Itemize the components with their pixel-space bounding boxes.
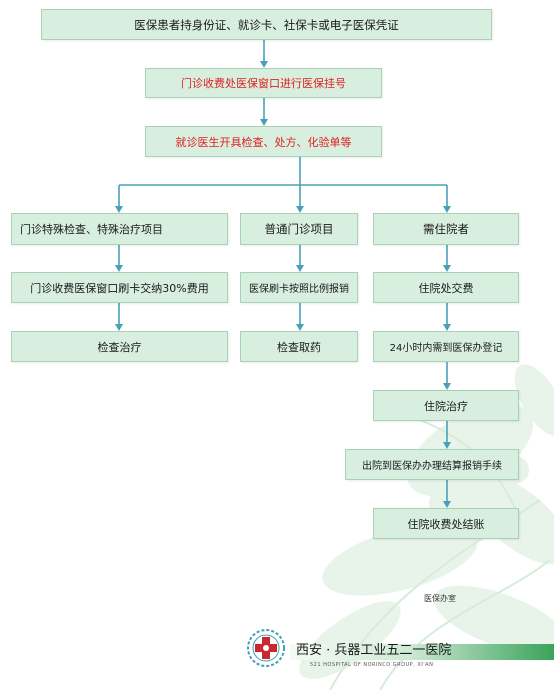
arrow-head xyxy=(115,324,123,331)
inpatient-step-box: 出院到医保办办理结算报销手续 xyxy=(345,449,519,480)
hospital-english-name: 521 HOSPITAL OF NORINCO GROUP, XI'AN xyxy=(310,662,434,668)
hospital-name: 西安 · 兵器工业五二一医院 xyxy=(296,643,452,658)
arrow-head xyxy=(296,265,304,272)
branch-inpatient-title-box: 需住院者 xyxy=(373,213,519,245)
inpatient-step-label: 出院到医保办办理结算报销手续 xyxy=(362,461,502,472)
hospital-cross-logo-icon xyxy=(247,629,285,667)
branch-general-pay-label: 医保刷卡按照比例报销 xyxy=(249,284,349,295)
branch-general-title-label: 普通门诊项目 xyxy=(264,222,334,236)
inpatient-step-box: 住院处交费 xyxy=(373,272,519,303)
inpatient-step-box: 24小时内需到医保办登记 xyxy=(373,331,519,362)
branch-special-result-label: 检查治疗 xyxy=(97,340,142,354)
arrow-head xyxy=(115,265,123,272)
arrow-head xyxy=(260,61,268,68)
arrow-head xyxy=(443,383,451,390)
branch-general-result-box: 检查取药 xyxy=(240,331,358,362)
branch-special-title-box: 门诊特殊检查、特殊治疗项目 xyxy=(11,213,228,245)
inpatient-step-box: 住院治疗 xyxy=(373,390,519,421)
arrow-head xyxy=(443,206,451,213)
arrow-head xyxy=(443,501,451,508)
branch-special-result-box: 检查治疗 xyxy=(11,331,228,362)
step-start-box: 医保患者持身份证、就诊卡、社保卡或电子医保凭证 xyxy=(41,9,492,40)
step-doctor-label: 就诊医生开具检查、处方、化验单等 xyxy=(175,135,352,149)
arrow-head xyxy=(115,206,123,213)
branch-general-pay-box: 医保刷卡按照比例报销 xyxy=(240,272,358,303)
step-start-label: 医保患者持身份证、就诊卡、社保卡或电子医保凭证 xyxy=(134,17,399,32)
arrow-head xyxy=(443,324,451,331)
arrow-head xyxy=(296,206,304,213)
step-doctor-box: 就诊医生开具检查、处方、化验单等 xyxy=(145,126,382,157)
inpatient-step-box: 住院收费处结账 xyxy=(373,508,519,539)
inpatient-step-label: 住院收费处结账 xyxy=(407,517,485,531)
inpatient-step-label: 24小时内需到医保办登记 xyxy=(389,343,503,354)
step-register-box: 门诊收费处医保窗口进行医保挂号 xyxy=(145,68,382,98)
department-note: 医保办室 xyxy=(424,594,456,603)
arrow-head xyxy=(260,119,268,126)
inpatient-step-label: 住院治疗 xyxy=(424,399,468,413)
brand-band xyxy=(290,644,554,660)
branch-special-pay-box: 门诊收费医保窗口刷卡交纳30%费用 xyxy=(11,272,228,303)
step-register-label: 门诊收费处医保窗口进行医保挂号 xyxy=(181,77,346,90)
branch-general-result-label: 检查取药 xyxy=(277,340,321,354)
inpatient-step-label: 住院处交费 xyxy=(418,281,474,295)
branch-general-title-box: 普通门诊项目 xyxy=(240,213,358,245)
arrow-head xyxy=(443,265,451,272)
arrow-head xyxy=(296,324,304,331)
arrow-head xyxy=(443,442,451,449)
branch-special-pay-label: 门诊收费医保窗口刷卡交纳30%费用 xyxy=(30,281,209,295)
branch-special-title-label: 门诊特殊检查、特殊治疗项目 xyxy=(20,223,163,236)
branch-inpatient-title-label: 需住院者 xyxy=(423,222,469,236)
